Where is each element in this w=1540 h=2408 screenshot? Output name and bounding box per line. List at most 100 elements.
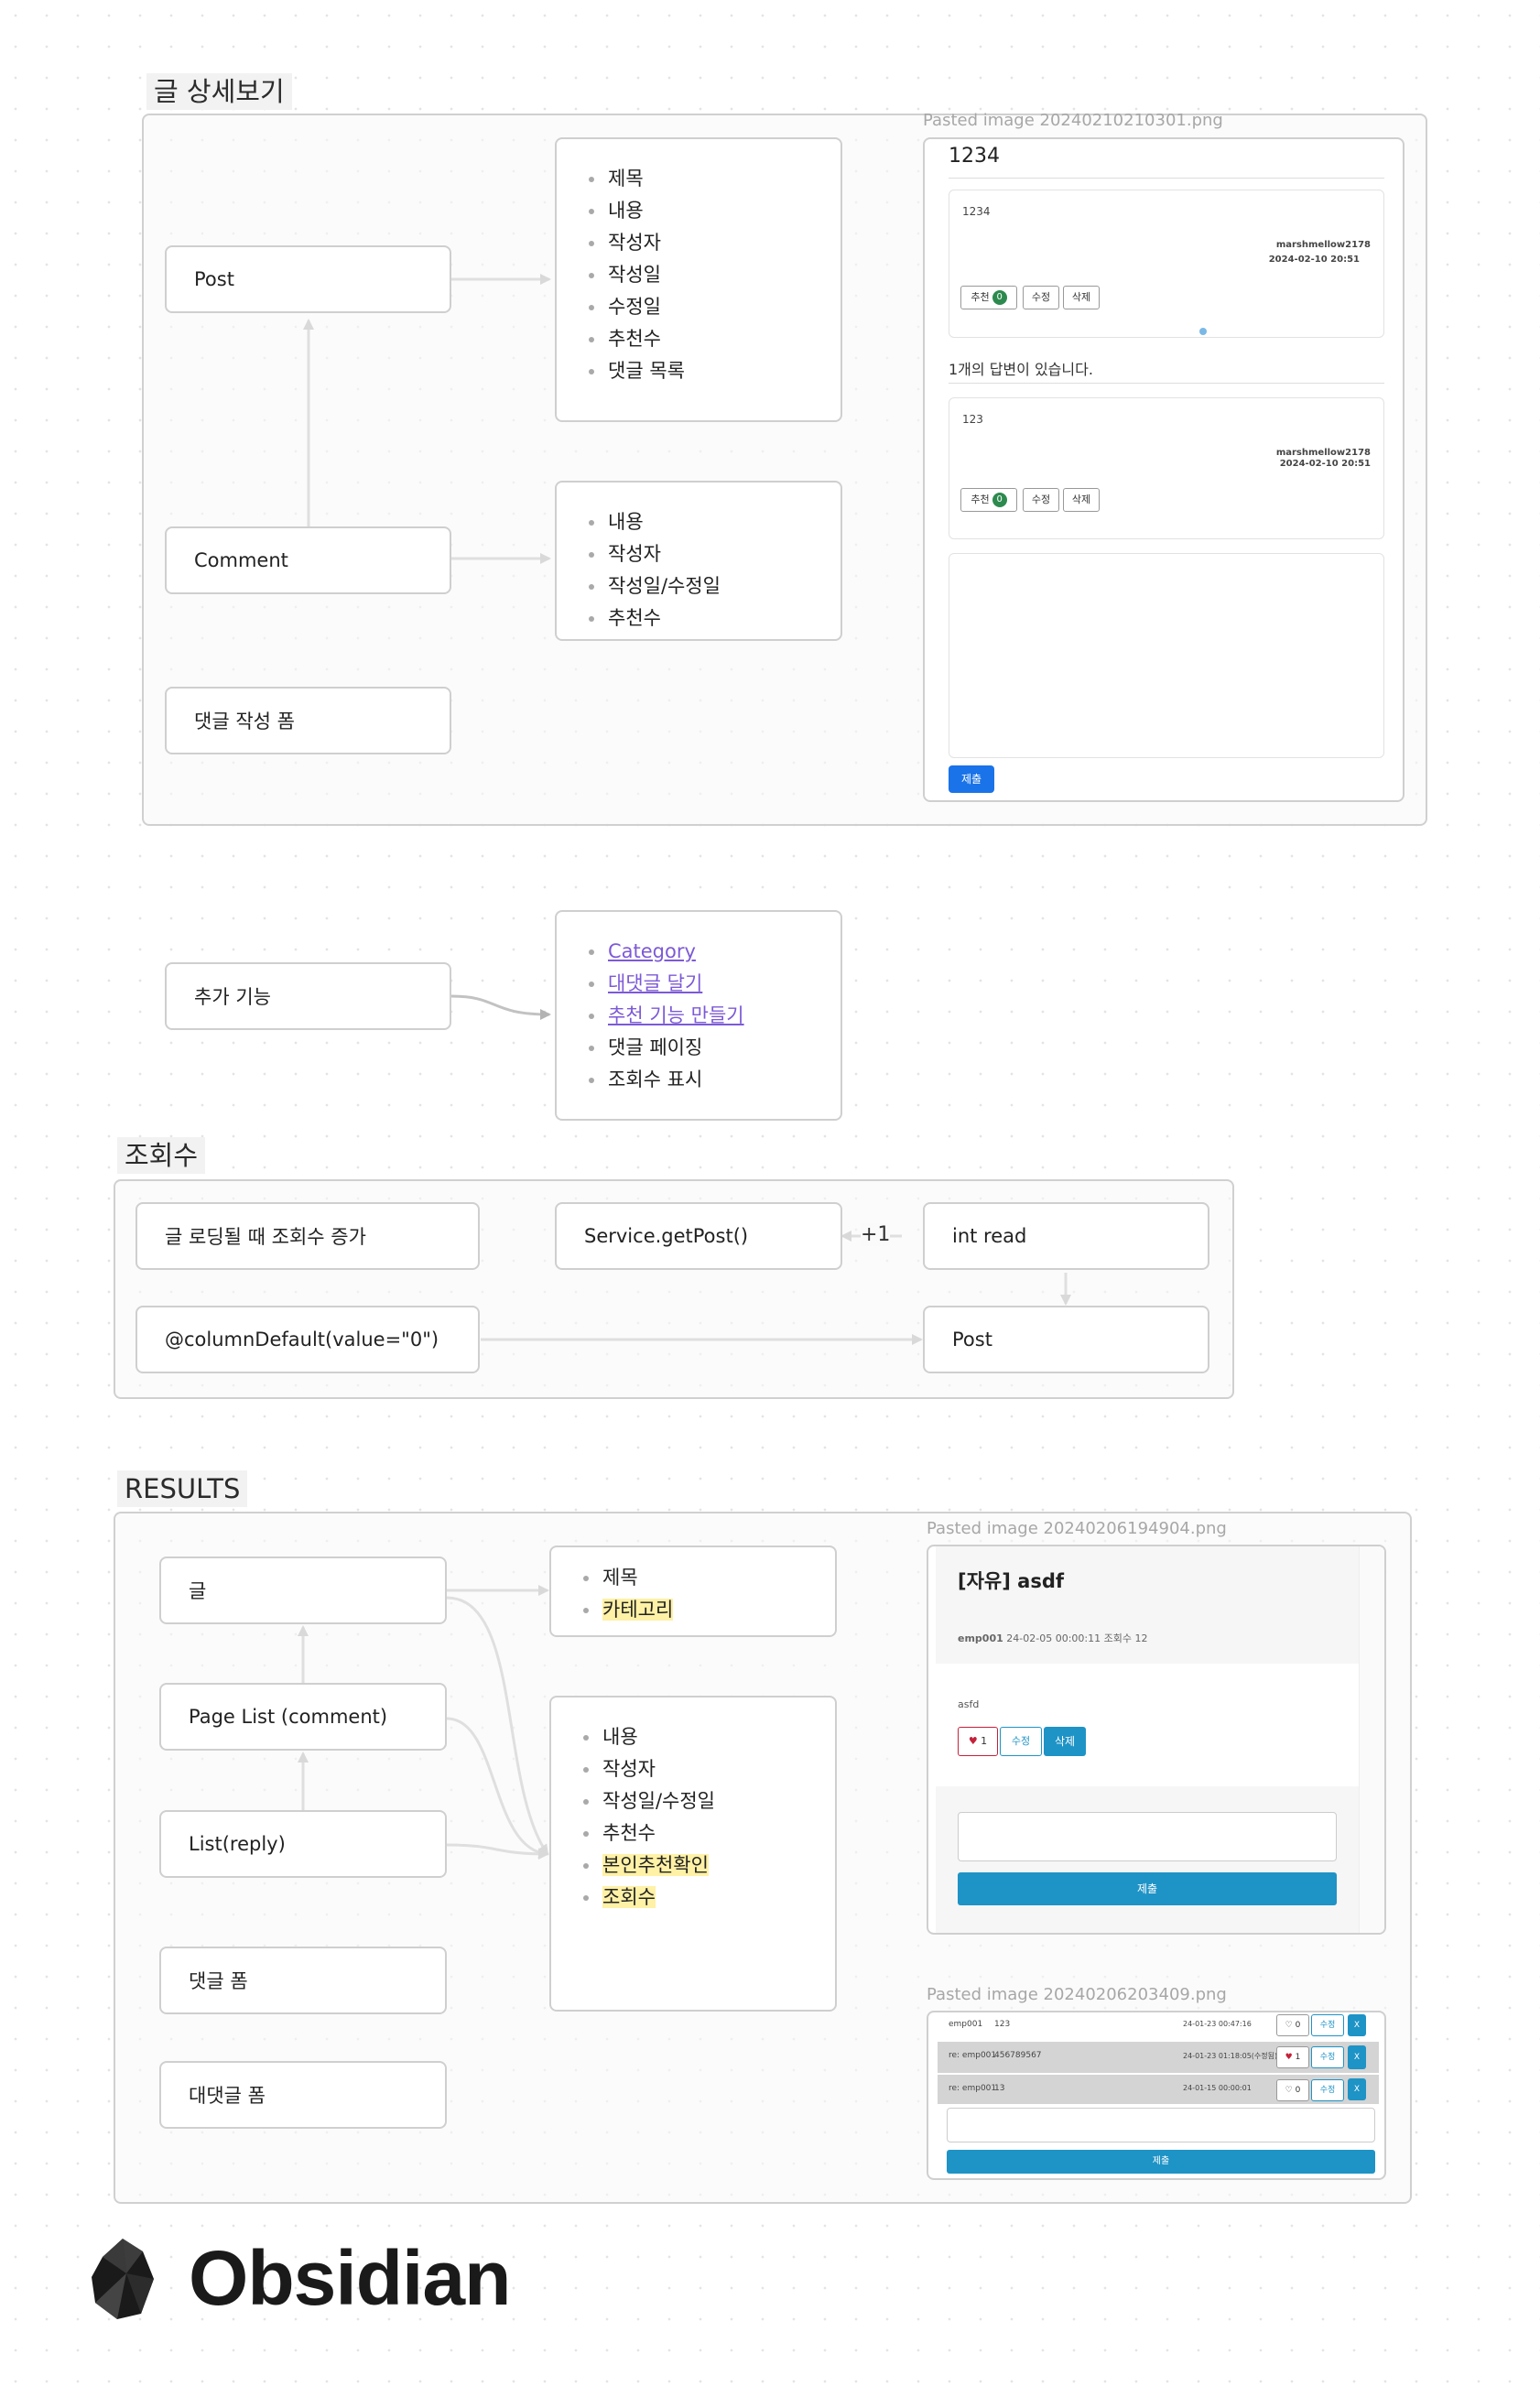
group-label-results: RESULTS (117, 1470, 248, 1507)
comment-author: marshmellow2178 (1275, 448, 1371, 458)
row-text: 123 (994, 2020, 1011, 2029)
node-service-getpost[interactable]: Service.getPost() (555, 1202, 842, 1270)
edit-button[interactable]: 수정 (1023, 488, 1059, 512)
group-label-views: 조회수 (117, 1137, 206, 1174)
like-button[interactable]: ♡ 0 (1276, 2014, 1309, 2036)
delete-button[interactable]: 삭제 (1063, 286, 1100, 309)
node-int-read[interactable]: int read (923, 1202, 1209, 1270)
like-button[interactable]: ♡ 0 (1276, 2079, 1309, 2101)
edit-button[interactable]: 수정 (1000, 1727, 1042, 1756)
post-meta: emp001 24-02-05 00:00:11 조회수 12 (958, 1631, 1147, 1645)
edit-button[interactable]: 수정 (1023, 286, 1059, 309)
list-item-link[interactable]: Category (589, 936, 840, 968)
highlighted-text: 조회수 (602, 1886, 656, 1908)
edit-button[interactable]: 수정 (1311, 2046, 1344, 2068)
post-header-bg (936, 1546, 1359, 1664)
scrollbar[interactable] (1359, 1546, 1384, 1933)
table-row: emp001 123 24-01-23 00:47:16 ♡ 0 수정 X (938, 2012, 1379, 2040)
shot-title: 1234 (949, 145, 1000, 168)
row-user: emp001 (949, 2020, 983, 2029)
submit-button[interactable]: 제출 (949, 765, 994, 793)
list-item-link[interactable]: 대댓글 달기 (589, 968, 840, 1000)
node-results-comment-fields[interactable]: 내용 작성자 작성일/수정일 추천수 본인추천확인 조회수 (549, 1696, 837, 2012)
post-card: 1234 marshmellow2178 2024-02-10 20:51 추천… (949, 190, 1384, 338)
node-comment-form[interactable]: 댓글 폼 (159, 1947, 447, 2014)
list-item: 추천수 (589, 602, 840, 635)
node-list-reply[interactable]: List(reply) (159, 1810, 447, 1878)
image-caption: Pasted image 20240206203409.png (927, 1985, 1227, 2004)
node-extra-features[interactable]: 추가 기능 (165, 962, 451, 1030)
edge-extra-to-list (450, 994, 551, 1020)
node-column-default[interactable]: @columnDefault(value="0") (136, 1306, 480, 1373)
node-post[interactable]: Post (165, 245, 451, 313)
edge-label-plus-one: +1 (861, 1223, 891, 1246)
link-category[interactable]: Category (608, 940, 696, 962)
like-count: 0 (1295, 2086, 1301, 2095)
answers-count: 1개의 답변이 있습니다. (949, 361, 1093, 378)
scroll-dot (1199, 328, 1207, 335)
delete-button[interactable]: 삭제 (1044, 1727, 1086, 1756)
link-recommend-feature[interactable]: 추천 기능 만들기 (608, 1004, 744, 1026)
group-label-post-detail: 글 상세보기 (146, 73, 292, 110)
comment-textarea[interactable] (947, 2108, 1375, 2142)
list-item: 조회수 (583, 1882, 835, 1914)
list-item: 작성일 (589, 259, 840, 291)
node-post-entity[interactable]: Post (923, 1306, 1209, 1373)
like-count: 1 (1295, 2053, 1301, 2062)
post-author: marshmellow2178 (1275, 240, 1371, 250)
list-item: 댓글 페이징 (589, 1032, 840, 1064)
comment-textarea[interactable] (958, 1812, 1337, 1861)
obsidian-logo-text: Obsidian (189, 2235, 511, 2321)
node-page-list[interactable]: Page List (comment) (159, 1683, 447, 1751)
highlighted-text: 카테고리 (602, 1599, 674, 1621)
node-reply-form[interactable]: 대댓글 폼 (159, 2061, 447, 2129)
node-comment[interactable]: Comment (165, 526, 451, 594)
node-comment-form[interactable]: 댓글 작성 폼 (165, 687, 451, 754)
list-item: 내용 (589, 506, 840, 538)
close-button[interactable]: X (1348, 2014, 1366, 2036)
row-user: re: emp001 (949, 2051, 997, 2060)
edit-button[interactable]: 수정 (1311, 2079, 1344, 2101)
node-post[interactable]: 글 (159, 1557, 447, 1624)
edit-button[interactable]: 수정 (1311, 2014, 1344, 2036)
image-caption: Pasted image 20240206194904.png (927, 1519, 1227, 1538)
submit-button[interactable]: 제출 (947, 2150, 1375, 2174)
embedded-screenshot-post-detail[interactable]: 1234 1234 marshmellow2178 2024-02-10 20:… (923, 137, 1404, 802)
node-extra-list[interactable]: Category 대댓글 달기 추천 기능 만들기 댓글 페이징 조회수 표시 (555, 910, 842, 1121)
like-button[interactable]: ♥ 1 (958, 1727, 998, 1756)
comment-textarea[interactable] (949, 553, 1384, 758)
node-post-fields[interactable]: 제목 내용 작성자 작성일 수정일 추천수 댓글 목록 (555, 137, 842, 422)
recommend-label: 추천 (971, 291, 990, 303)
embedded-screenshot-results-post[interactable]: [자유] asdf emp001 24-02-05 00:00:11 조회수 1… (927, 1545, 1386, 1935)
delete-button[interactable]: 삭제 (1063, 488, 1100, 512)
highlighted-text: 본인추천확인 (602, 1854, 709, 1876)
post-meta-text: 24-02-05 00:00:11 조회수 12 (1006, 1632, 1148, 1644)
node-results-post-fields[interactable]: 제목 카테고리 (549, 1546, 837, 1637)
row-user: re: emp001 (949, 2084, 997, 2093)
list-item: 내용 (583, 1721, 835, 1753)
table-row: re: emp001 456789567 24-01-23 01:18:05(수… (938, 2042, 1379, 2073)
post-author: emp001 (958, 1632, 1003, 1644)
link-reply-comment[interactable]: 대댓글 달기 (608, 972, 703, 994)
list-item-link[interactable]: 추천 기능 만들기 (589, 1000, 840, 1032)
post-body: 1234 (962, 205, 991, 218)
obsidian-logo: Obsidian (90, 2234, 511, 2323)
close-button[interactable]: X (1348, 2045, 1366, 2069)
table-row: re: emp001 13 24-01-15 00:00:01 ♡ 0 수정 X (938, 2075, 1379, 2104)
row-text: 13 (994, 2084, 1005, 2093)
submit-button[interactable]: 제출 (958, 1872, 1337, 1905)
list-item: 본인추천확인 (583, 1849, 835, 1882)
close-button[interactable]: X (1348, 2078, 1366, 2100)
list-item: 카테고리 (583, 1594, 835, 1626)
like-count: 1 (981, 1735, 988, 1747)
row-date: 24-01-23 00:47:16 (1183, 2020, 1252, 2028)
comment-date: 2024-02-10 20:51 (1279, 459, 1371, 469)
node-comment-fields[interactable]: 내용 작성자 작성일/수정일 추천수 (555, 481, 842, 641)
list-item: 작성일/수정일 (589, 570, 840, 602)
node-load-views[interactable]: 글 로딩될 때 조회수 증가 (136, 1202, 480, 1270)
list-item: 내용 (589, 195, 840, 227)
like-button[interactable]: ♥ 1 (1276, 2046, 1309, 2068)
embedded-screenshot-reply-list[interactable]: emp001 123 24-01-23 00:47:16 ♡ 0 수정 X re… (927, 2011, 1386, 2180)
